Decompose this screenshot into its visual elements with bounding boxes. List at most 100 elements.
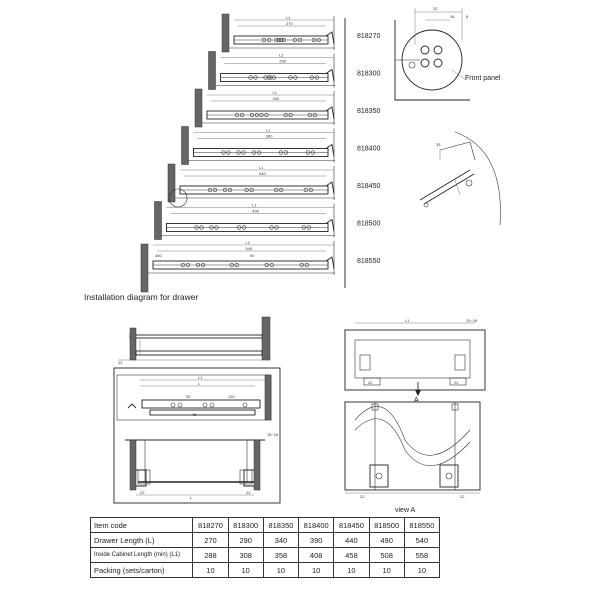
screw-hole [283, 150, 289, 155]
screw-hole [222, 187, 228, 193]
svg-text:15~16: 15~16 [466, 318, 478, 323]
front-hook [325, 218, 335, 232]
svg-text:L: L [190, 495, 193, 500]
model-code-label: 818500 [357, 221, 380, 228]
dim-l1-label: L1 [259, 165, 264, 170]
table-cell: 818550 [403, 517, 441, 533]
hole-circle [433, 45, 443, 55]
svg-text:120: 120 [228, 394, 235, 399]
screw-hole [256, 150, 262, 155]
screw-hole [306, 225, 311, 230]
screw-hole [283, 112, 288, 118]
dim-16: 16 [450, 14, 455, 19]
model-code-label: 818300 [357, 71, 380, 78]
dim-l-label: 340 [273, 96, 280, 101]
table-cell: 10 [227, 562, 264, 578]
dim-l-label: 490 [252, 209, 259, 214]
screw-hole [269, 262, 274, 268]
dim-l-label: 270 [286, 21, 293, 26]
screw-hole [199, 225, 204, 230]
dim-12: 12 [118, 360, 123, 365]
table-cell: 10 [298, 562, 335, 578]
front-hook [325, 256, 335, 270]
screw-hole [303, 187, 308, 193]
table-cell: 340 [262, 532, 300, 548]
screw-hole [281, 37, 287, 43]
dim-l1-label: L1 [279, 53, 284, 58]
screw-hole [185, 262, 191, 268]
model-code-label: 818400 [357, 146, 380, 153]
rear-wall [181, 126, 189, 165]
svg-text:45: 45 [192, 412, 197, 417]
screw-hole [237, 225, 242, 230]
side-section-top: 12 [118, 316, 271, 365]
model-code-label: 818350 [357, 108, 380, 115]
dim-l1-label: L1 [246, 240, 251, 245]
screw-hole [200, 262, 206, 268]
screw-hole [316, 37, 322, 43]
front-hook [325, 106, 335, 120]
screw-hole [254, 112, 260, 118]
table-row-label: Item code [89, 517, 194, 533]
dim-l1-lower: L1 [198, 375, 203, 380]
screw-hole [298, 37, 303, 43]
dim-l1-label: L1 [273, 90, 278, 95]
view-a-label: view A [395, 507, 416, 514]
dim-32: 32 [433, 6, 438, 11]
dim-l1-front: L1 [405, 318, 410, 323]
screw-hole [288, 75, 293, 80]
screw-hole [307, 112, 312, 118]
screw-hole [207, 187, 213, 193]
table-cell: 458 [333, 547, 370, 563]
screw-hole [266, 37, 272, 43]
rear-wall [208, 51, 216, 90]
screw-hole [251, 150, 257, 155]
screw-hole [279, 37, 284, 43]
screw-hole [241, 150, 246, 155]
screw-hole [304, 262, 309, 268]
table-cell: 270 [192, 532, 229, 548]
table-cell: 10 [192, 562, 229, 578]
dim-l-label: 540 [246, 246, 253, 251]
screw-hole [261, 37, 267, 43]
table-cell: 10 [403, 562, 441, 578]
screw-hole [309, 75, 314, 80]
screw-hole [308, 187, 313, 193]
installation-caption: Installation diagram for drawer [84, 292, 199, 302]
front-hook [325, 31, 335, 45]
dim-l1-label: L1 [252, 203, 257, 208]
front-panel-detail: 32 16 8 Front panel [394, 6, 501, 101]
screw-hole [249, 112, 255, 118]
table-cell: 440 [333, 532, 370, 548]
screw-hole [194, 225, 199, 230]
rear-wall [167, 163, 176, 203]
table-cell: 358 [262, 547, 300, 563]
screw-hole [253, 75, 258, 80]
screw-hole [248, 75, 253, 80]
svg-text:30: 30 [186, 394, 191, 399]
screw-hole [288, 112, 293, 118]
table-cell: 408 [298, 547, 335, 563]
screw-hole [242, 225, 247, 230]
model-code-label: 818270 [357, 33, 380, 40]
svg-text:22: 22 [360, 494, 365, 499]
screw-hole [244, 187, 249, 193]
table-cell: 540 [403, 532, 441, 548]
screw-hole [264, 112, 269, 118]
screw-hole [269, 225, 274, 230]
table-cell: 818450 [333, 517, 370, 533]
table-cell: 390 [298, 532, 335, 548]
svg-text:22: 22 [454, 380, 459, 385]
model-code-label: 818450 [357, 183, 380, 190]
dim-l1-label: L1 [266, 128, 271, 133]
table-cell: 558 [403, 547, 441, 563]
screw-hole [227, 187, 233, 193]
table-row-label: Inside Cabinet Length (min) (L1) [89, 547, 194, 563]
screw-hole [312, 112, 317, 118]
table-cell: 818300 [227, 517, 264, 533]
table-cell: 508 [368, 547, 405, 563]
rear-wall [140, 243, 149, 293]
